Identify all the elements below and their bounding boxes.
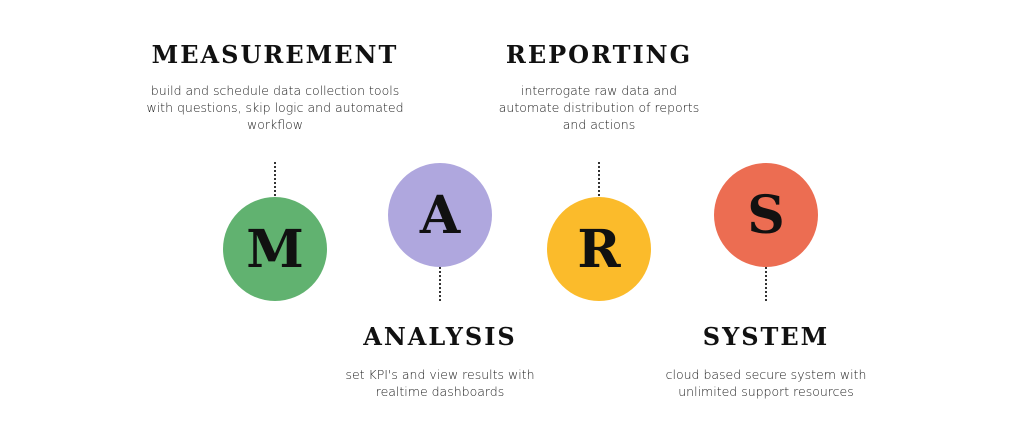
system-connector (765, 267, 767, 301)
system-title: SYSTEM (702, 322, 830, 351)
reporting-circle: R (547, 197, 651, 301)
analysis-circle: A (388, 163, 492, 267)
reporting-connector (598, 162, 600, 196)
system-description: cloud based secure system with unlimited… (665, 367, 867, 399)
measurement-title: MEASUREMENT (151, 40, 399, 69)
reporting-title: REPORTING (505, 40, 693, 69)
measurement-connector (274, 162, 276, 196)
analysis-title: ANALYSIS (363, 322, 517, 351)
analysis-description: set KPI's and view results with realtime… (345, 367, 535, 399)
measurement-description: build and schedule data collection tools… (146, 83, 404, 132)
reporting-description: interrogate raw data and automate distri… (498, 83, 700, 132)
system-circle: S (714, 163, 818, 267)
analysis-connector (439, 267, 441, 301)
measurement-circle: M (223, 197, 327, 301)
